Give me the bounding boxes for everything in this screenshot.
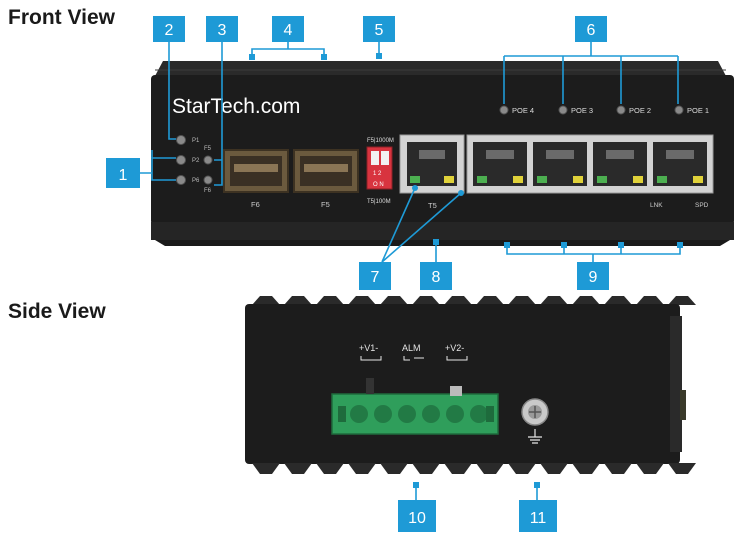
poe3-label: POE 3 — [571, 106, 593, 115]
dip-bottom-label: T5|100M — [367, 199, 391, 205]
terminal-label-v2: +V2- — [445, 343, 464, 353]
rj45-port-poe4[interactable] — [473, 142, 527, 186]
front-view-heading: Front View — [8, 6, 115, 29]
rj45-port-poe3[interactable] — [533, 142, 587, 186]
callout-11: 11 — [519, 500, 557, 532]
svg-text:10: 10 — [408, 510, 426, 527]
led-poe3 — [558, 105, 568, 115]
side-device: +V1- ALM +V2- — [245, 296, 696, 474]
led-label-f5: F5 — [204, 146, 212, 152]
svg-text:11: 11 — [530, 510, 547, 527]
ground-screw[interactable] — [521, 398, 549, 426]
terminal-label-v1: +V1- — [359, 343, 378, 353]
svg-text:8: 8 — [432, 269, 441, 286]
sfp-label-f5: F5 — [321, 200, 330, 209]
svg-text:3: 3 — [218, 22, 227, 39]
brand-logo: StarTech.com — [172, 95, 300, 118]
status-led-group: P1 P2 P6 F5 F6 — [176, 135, 213, 194]
dip-switch[interactable] — [366, 146, 393, 190]
callout-1: 1 — [106, 158, 140, 188]
side-view-heading: Side View — [8, 300, 106, 323]
callout-3: 3 — [206, 16, 238, 42]
led-poe4 — [499, 105, 509, 115]
callout-7: 7 — [359, 262, 391, 290]
led-label-p1: P1 — [192, 138, 200, 144]
ground-icon — [528, 429, 542, 444]
poe2-label: POE 2 — [629, 106, 651, 115]
top-fin-strip — [155, 61, 726, 76]
led-poe2 — [616, 105, 626, 115]
svg-text:7: 7 — [371, 269, 380, 286]
sfp-port-f6[interactable] — [223, 149, 289, 193]
callout-10: 10 — [398, 500, 436, 532]
dip-top-label: F5|1000M — [367, 138, 394, 144]
power-terminal-block[interactable] — [331, 378, 499, 435]
callout-8: 8 — [420, 262, 452, 290]
svg-text:1: 1 — [119, 167, 128, 184]
callout-9: 9 — [577, 262, 609, 290]
dip-numbers: 1 2 — [373, 171, 382, 177]
poe-led-group: POE 4 POE 3 POE 2 POE 1 — [499, 105, 709, 115]
poe1-label: POE 1 — [687, 106, 709, 115]
callout-4: 4 — [272, 16, 304, 42]
callout-2: 2 — [153, 16, 185, 42]
rj45-port-t5[interactable] — [399, 134, 465, 194]
led-f6 — [203, 175, 213, 185]
t5-label: T5 — [428, 201, 437, 210]
rj45-port-poe2[interactable] — [593, 142, 647, 186]
svg-text:5: 5 — [375, 22, 384, 39]
led-label-p2: P2 — [192, 158, 200, 164]
led-p6 — [176, 175, 186, 185]
svg-text:4: 4 — [284, 22, 293, 39]
led-label-p6: P6 — [192, 178, 200, 184]
poe4-label: POE 4 — [512, 106, 534, 115]
led-f5 — [203, 155, 213, 165]
callout-boxes: 1 2 3 4 5 6 7 8 — [106, 16, 609, 532]
callout-5: 5 — [363, 16, 395, 42]
lnk-label: LNK — [650, 202, 663, 209]
rj45-port-poe1[interactable] — [653, 142, 707, 186]
led-p1 — [176, 135, 186, 145]
side-panel — [245, 304, 680, 464]
dip-on-label: O N — [373, 182, 384, 188]
led-label-f6: F6 — [204, 188, 212, 194]
terminal-label-alm: ALM — [402, 343, 421, 353]
bottom-rail — [151, 222, 734, 240]
sfp-label-f6: F6 — [251, 200, 260, 209]
svg-text:9: 9 — [589, 269, 598, 286]
svg-text:2: 2 — [165, 22, 174, 39]
led-poe1 — [674, 105, 684, 115]
spd-label: SPD — [695, 202, 709, 209]
sfp-port-f5[interactable] — [293, 149, 359, 193]
callout-6: 6 — [575, 16, 607, 42]
svg-text:6: 6 — [587, 22, 596, 39]
leader-end-dots — [249, 53, 683, 488]
front-device: StarTech.com P1 P2 P6 F5 F6 F6 F5 — [151, 61, 734, 246]
led-p2 — [176, 155, 186, 165]
